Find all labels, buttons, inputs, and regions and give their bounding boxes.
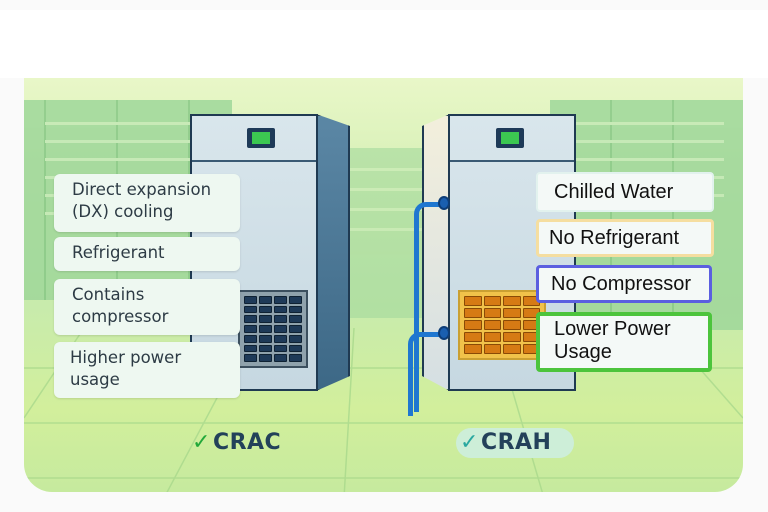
vent-slot — [274, 305, 287, 314]
vent-slot — [274, 354, 287, 362]
vent-slot — [274, 315, 287, 324]
vent-slot — [289, 296, 302, 304]
crac-feature-dx-cooling: Direct expansion (DX) cooling — [54, 174, 240, 232]
crah-vent-grille — [458, 290, 546, 360]
vent-slot — [464, 296, 482, 306]
vent-slot — [483, 320, 501, 330]
status-display — [247, 128, 275, 148]
status-display — [496, 128, 524, 148]
vent-slot — [464, 344, 482, 354]
vent-slot — [503, 320, 521, 330]
vent-slot — [503, 332, 521, 342]
crah-feature-chilled-water: Chilled Water — [536, 172, 714, 212]
vent-slot — [244, 296, 257, 304]
vent-slot — [483, 344, 501, 354]
vent-slot — [244, 334, 257, 343]
vent-slot — [244, 354, 257, 362]
vent-slot — [259, 334, 272, 343]
vent-slot — [244, 305, 257, 314]
vent-slot — [244, 344, 257, 353]
vent-slot — [464, 332, 482, 342]
header-band — [0, 10, 768, 78]
vent-slot — [259, 344, 272, 353]
vent-slot — [259, 315, 272, 324]
crac-label: ✓CRAC — [192, 430, 282, 455]
vent-slot — [244, 315, 257, 324]
crah-label-pill — [456, 428, 574, 458]
vent-slot — [289, 354, 302, 362]
crac-vent-grille — [238, 290, 308, 368]
crac-cabinet-side — [316, 114, 350, 391]
vent-slot — [289, 344, 302, 353]
comparison-illustration: Direct expansion (DX) cooling Refrigeran… — [24, 78, 743, 492]
vent-slot — [289, 305, 302, 314]
vent-slot — [244, 325, 257, 333]
vent-slot — [483, 332, 501, 342]
chilled-water-pipe-upper — [414, 202, 442, 412]
vent-slot — [289, 315, 302, 324]
vent-slot — [274, 325, 287, 333]
crah-label: ✓CRAH — [460, 430, 552, 455]
vent-slot — [259, 305, 272, 314]
vent-slot — [289, 325, 302, 333]
vent-slot — [503, 344, 521, 354]
vent-slot — [274, 344, 287, 353]
vent-slot — [274, 334, 287, 343]
crac-feature-refrigerant: Refrigerant — [54, 237, 240, 271]
vent-slot — [259, 325, 272, 333]
vent-slot — [274, 296, 287, 304]
crah-feature-no-compressor: No Compressor — [536, 265, 712, 303]
vent-slot — [483, 308, 501, 318]
vent-slot — [483, 296, 501, 306]
chilled-water-pipe-lower — [408, 332, 442, 416]
vent-slot — [259, 296, 272, 304]
vent-slot — [464, 308, 482, 318]
checkmark-icon: ✓ — [460, 430, 479, 455]
crac-feature-power: Higher power usage — [54, 342, 240, 398]
checkmark-icon: ✓ — [192, 430, 211, 455]
crac-feature-compressor: Contains compressor — [54, 279, 240, 335]
vent-slot — [503, 296, 521, 306]
crah-feature-no-refrigerant: No Refrigerant — [536, 219, 714, 257]
crah-feature-lower-power: Lower Power Usage — [536, 312, 712, 372]
vent-slot — [289, 334, 302, 343]
vent-slot — [464, 320, 482, 330]
pipe-fitting-icon — [438, 326, 450, 340]
pipe-fitting-icon — [438, 196, 450, 210]
vent-slot — [503, 308, 521, 318]
vent-slot — [259, 354, 272, 362]
